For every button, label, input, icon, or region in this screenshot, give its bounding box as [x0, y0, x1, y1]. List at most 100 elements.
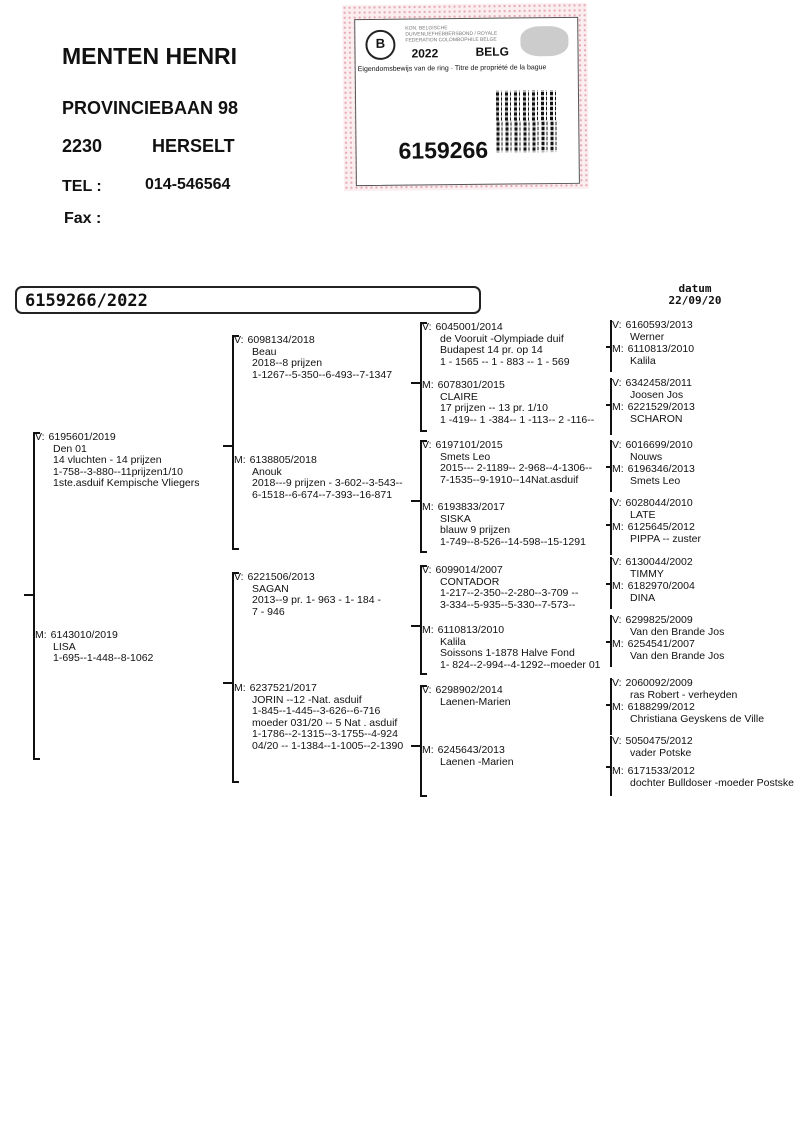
- ring-number-text: 6245643/2013: [437, 744, 505, 756]
- sire-prefix: V:: [35, 431, 45, 443]
- pigeon-info-line: blauw 9 prijzen: [440, 524, 511, 536]
- ring-ownership-card: B KON. BELGISCHE DUIVENLIEFHEBBERSBOND /…: [342, 2, 589, 192]
- pigeon-info-line: CONTADOR: [440, 575, 500, 588]
- pigeon-info-line: 1- 824--2-994--4-1292--moeder 01: [440, 658, 601, 671]
- ring-number-text: 6110813/2010: [437, 624, 505, 636]
- ring-number-text: 6254541/2007: [627, 638, 695, 650]
- ring-number: M:6245643/2013: [422, 744, 514, 757]
- pigeon-info-line: 7-1535--9-1910--14Nat.asduif: [440, 473, 579, 486]
- pigeon-info-line: LATE: [630, 508, 656, 521]
- ring-number-text: 6171533/2012: [627, 765, 695, 777]
- ring-number: M:6196346/2013: [612, 463, 695, 476]
- owner-street: PROVINCIEBAAN 98: [62, 98, 239, 118]
- pigeon-info-line: 3-334--5-935--5-330--7-573--: [440, 598, 576, 611]
- pigeon-info-line: dochter Bulldoser -moeder Postske: [630, 776, 794, 789]
- ring-number: M:6254541/2007: [612, 638, 724, 651]
- dam-prefix: M:: [422, 379, 434, 391]
- pigeon-info-line: TIMMY: [630, 567, 664, 580]
- ring-number: V:6195601/2019: [35, 431, 200, 444]
- ring-org-text: KON. BELGISCHE DUIVENLIEFHEBBERSBOND / R…: [405, 25, 498, 44]
- pigeon-info-line: JORIN --12 -Nat. asduif: [252, 693, 362, 706]
- ring-number: M:6110813/2010: [422, 624, 601, 637]
- dam-prefix: M:: [35, 629, 47, 641]
- dam-prefix: M:: [612, 463, 624, 475]
- ring-number-text: 6221506/2013: [247, 571, 315, 583]
- ring-number-text: 6016699/2010: [625, 439, 693, 451]
- kbdb-logo-icon: B: [365, 29, 396, 61]
- pigeon-info-line: 1-749--8-526--14-598--15-1291: [440, 535, 586, 548]
- date-value: 22/09/20: [668, 294, 722, 307]
- pigeon-info-line: 2018--8 prijzen: [252, 357, 323, 369]
- ring-number-text: 6196346/2013: [627, 463, 695, 475]
- ring-country: BELG: [475, 44, 509, 59]
- pigeon-info-line: SISKA: [440, 512, 471, 525]
- pigeon-info-line: CLAIRE: [440, 390, 478, 403]
- ring-number: V:6342458/2011: [612, 377, 692, 390]
- pigeon-info-line: 1 -419-- 1 -384-- 1 -113-- 2 -116--: [440, 413, 595, 426]
- ring-number: V:5050475/2012: [612, 735, 693, 748]
- ring-number-text: 6197101/2015: [435, 439, 503, 451]
- sire-prefix: V:: [612, 377, 622, 389]
- ring-number: 6159266: [398, 136, 489, 164]
- pigeon-info-line: Kalila: [440, 635, 466, 648]
- ring-number: V:6130044/2002: [612, 556, 693, 569]
- ring-number: M:6188299/2012: [612, 701, 764, 714]
- ring-number-text: 6099014/2007: [435, 564, 503, 576]
- ring-number: M:6138805/2018: [234, 454, 403, 467]
- pigeon-info-line: Laenen-Marien: [440, 695, 511, 708]
- ring-number: M:6125645/2012: [612, 521, 701, 534]
- globe-logo-icon: [520, 25, 569, 57]
- tel-number: 014-546564: [145, 176, 231, 193]
- ring-number-text: 2060092/2009: [625, 677, 693, 689]
- ring-number-text: 6193833/2017: [437, 501, 505, 513]
- pigeon-info-line: 04/20 -- 1-1384--1-1005--2-1390: [252, 739, 404, 752]
- pigeon-info-line: Beau: [252, 345, 277, 358]
- pigeon-info-line: 1ste.asduif Kempische Vliegers: [53, 477, 200, 489]
- sire-prefix: V:: [612, 439, 622, 451]
- ring-number: V:6221506/2013: [234, 571, 381, 584]
- pigeon-info-line: 2013--9 pr. 1- 963 - 1- 184 -: [252, 594, 381, 606]
- dam-prefix: M:: [612, 343, 624, 355]
- dam-prefix: M:: [612, 638, 624, 650]
- dam-prefix: M:: [422, 744, 434, 756]
- pigeon-info-line: 2018---9 prijzen - 3-602--3-543--: [252, 477, 403, 489]
- ring-number-text: 6195601/2019: [48, 431, 116, 443]
- dam-prefix: M:: [612, 765, 624, 777]
- ring-number-text: 6188299/2012: [627, 701, 695, 713]
- dam-prefix: M:: [612, 580, 624, 592]
- ring-number-text: 6299825/2009: [625, 614, 693, 626]
- pigeon-info-line: Joosen Jos: [630, 388, 684, 401]
- ring-number: M:6110813/2010: [612, 343, 694, 356]
- sire-prefix: V:: [422, 684, 432, 696]
- pigeon-info-line: 1-758--3-880--11prijzen1/10: [53, 465, 183, 478]
- sire-prefix: V:: [612, 497, 622, 509]
- ring-number: M:6171533/2012: [612, 765, 794, 778]
- dam-prefix: M:: [612, 521, 624, 533]
- sire-prefix: V:: [234, 571, 244, 583]
- ring-number: V:6016699/2010: [612, 439, 693, 452]
